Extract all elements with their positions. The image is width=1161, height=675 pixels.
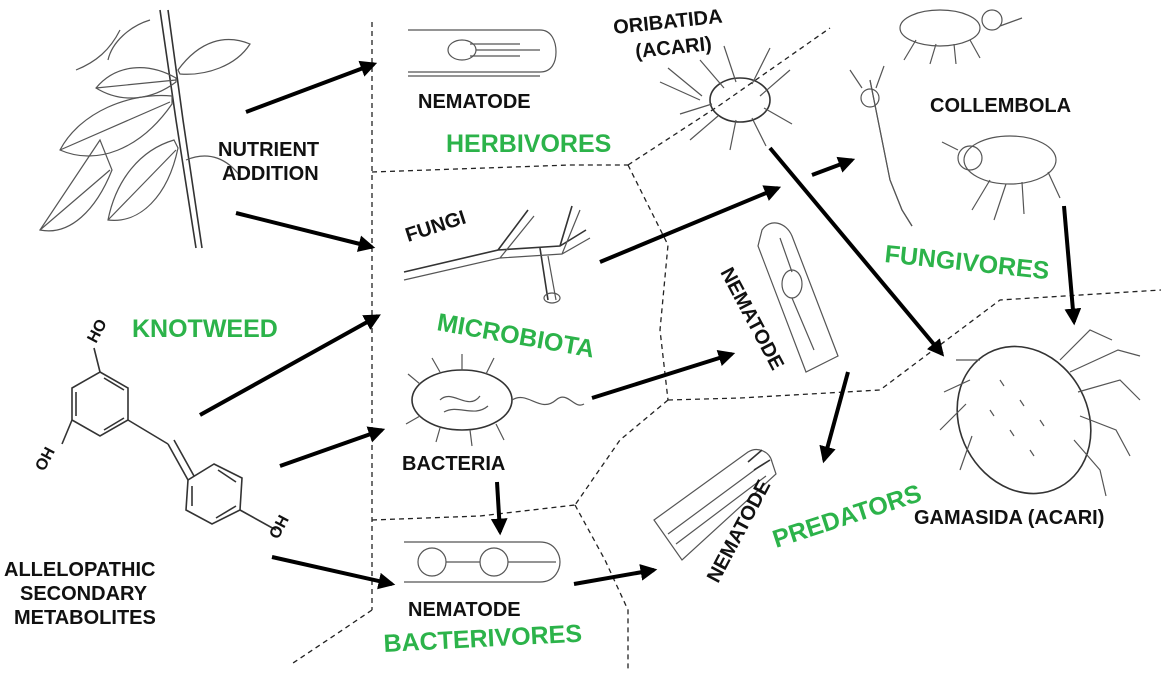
- metabolites-label-line1: ALLELOPATHIC: [4, 559, 155, 581]
- molecule-group-oh-left: OH: [33, 445, 59, 474]
- divider-bottom-left: [290, 610, 372, 665]
- fungivores-group-label: FUNGIVORES: [883, 240, 1050, 285]
- divider-bacterivore-top: [372, 505, 575, 520]
- arrow-nutrient-to-fungi: [236, 213, 372, 247]
- text-labels: NUTRIENT ADDITION KNOTWEED ALLELOPATHIC …: [4, 6, 1104, 658]
- nematode-herbivore-label: NEMATODE: [418, 91, 531, 113]
- nematode-bacterivore-label: NEMATODE: [408, 599, 521, 621]
- collembola-illustrations: [850, 10, 1060, 226]
- oribatida-label-line2: (ACARI): [634, 33, 713, 63]
- bacterivore-nematode-illustration: [404, 542, 560, 582]
- knotweed-plant-illustration: [40, 10, 250, 248]
- divider-herbivore-bottom: [372, 165, 628, 172]
- arrow-nutrient-to-herbivore-nematode: [246, 64, 374, 112]
- microbiota-group-label: MICROBIOTA: [435, 308, 597, 363]
- metabolites-label-line2: SECONDARY: [20, 583, 148, 605]
- nutrient-label-line1: NUTRIENT: [218, 139, 319, 161]
- arrow-metabolites-to-bacteria: [280, 430, 382, 466]
- nutrient-label-line2: ADDITION: [222, 163, 319, 185]
- arrow-bacterivore-to-predator-nematode: [574, 570, 654, 584]
- molecule-group-oh-right: OH: [267, 513, 293, 542]
- collembola-label: COLLEMBOLA: [930, 95, 1071, 117]
- bacterivores-group-label: BACTERIVORES: [383, 620, 583, 658]
- gamasida-label: GAMASIDA (ACARI): [914, 507, 1104, 529]
- resveratrol-molecule: HO OH OH: [33, 317, 293, 542]
- divider-predator-left: [575, 400, 668, 505]
- arrow-fungi-to-collembola: [600, 188, 778, 262]
- fungi-label: FUNGI: [403, 207, 469, 247]
- bacteria-label: BACTERIA: [402, 453, 505, 475]
- arrow-bacteria-to-fungivore-nematode: [592, 354, 732, 398]
- gamasida-mite-illustration: [932, 323, 1140, 517]
- knotweed-label: KNOTWEED: [132, 315, 278, 343]
- arrow-metabolites-to-bacterivore-nematode: [272, 557, 392, 584]
- molecule-group-ho-top: HO: [85, 317, 111, 346]
- predators-group-label: PREDATORS: [769, 479, 925, 553]
- arrow-bacteria-to-bacterivore-nematode: [497, 482, 500, 532]
- bacteria-illustration: [406, 354, 584, 446]
- arrow-fungi-to-fungivore-upper: [812, 160, 852, 175]
- herbivore-nematode-illustration: [408, 30, 556, 76]
- metabolites-label-line3: METABOLITES: [14, 607, 156, 629]
- arrow-collembola-to-gamasida: [1064, 206, 1074, 322]
- oribatida-mite-illustration: [660, 46, 792, 150]
- divider-bacterivore-right: [575, 505, 628, 672]
- herbivores-group-label: HERBIVORES: [446, 130, 611, 158]
- arrow-fungivore-nematode-to-predator: [824, 372, 848, 460]
- divider-microbiota-right: [628, 165, 668, 400]
